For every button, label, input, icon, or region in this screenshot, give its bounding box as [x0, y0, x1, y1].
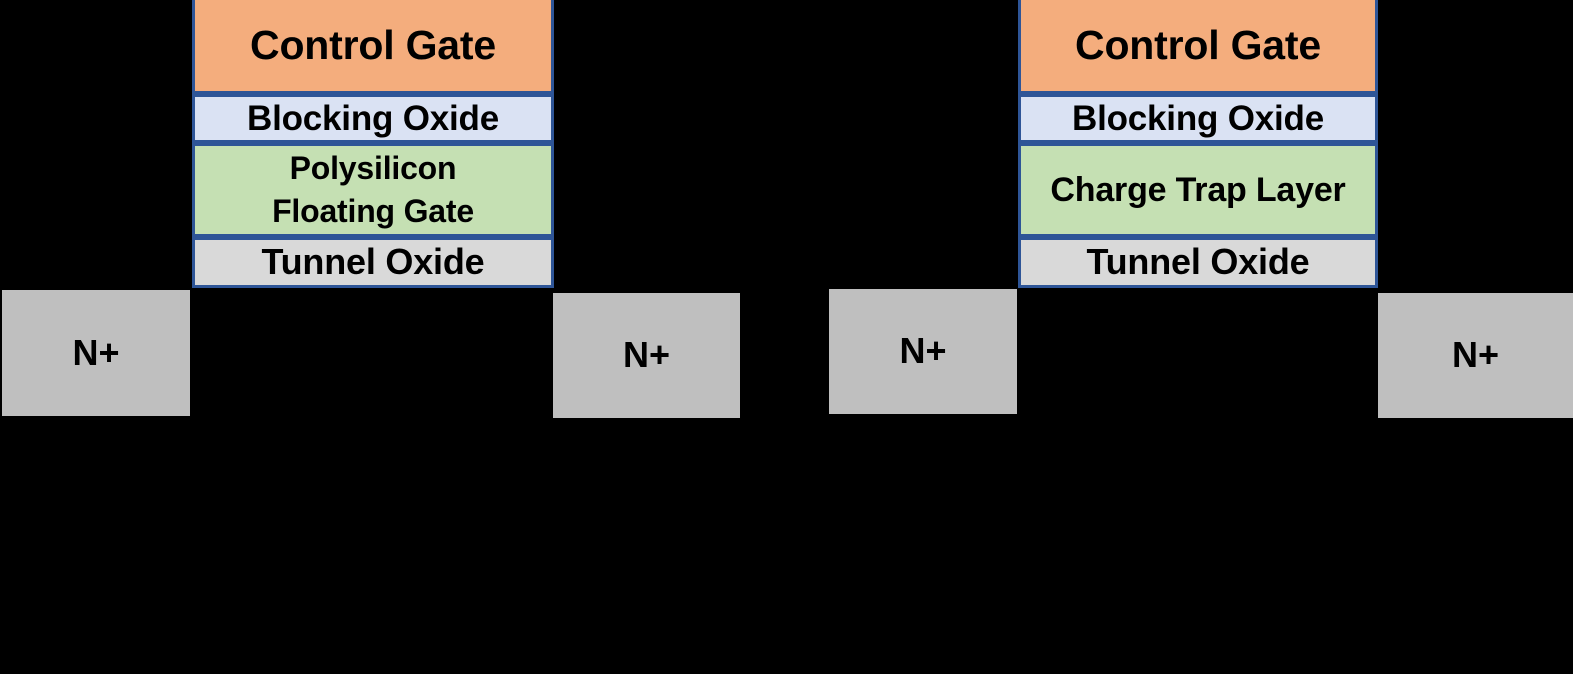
right-source-region: N+: [829, 289, 1017, 414]
left-tunnel-oxide-label: Tunnel Oxide: [261, 241, 485, 283]
left-floating-gate-label-line1: Polysilicon: [289, 149, 457, 186]
right-tunnel-oxide-layer: Tunnel Oxide: [1018, 237, 1378, 288]
left-floating-gate-layer: Polysilicon Floating Gate: [192, 143, 554, 237]
right-charge-trap-label: Charge Trap Layer: [1050, 170, 1346, 209]
right-blocking-oxide-layer: Blocking Oxide: [1018, 94, 1378, 143]
right-drain-region: N+: [1378, 293, 1573, 418]
left-floating-gate-label-line2: Floating Gate: [272, 193, 474, 229]
left-blocking-oxide-label: Blocking Oxide: [247, 98, 499, 138]
left-drain-region: N+: [553, 293, 740, 418]
right-charge-trap-layer: Charge Trap Layer: [1018, 143, 1378, 237]
left-source-region: N+: [2, 290, 190, 416]
right-drain-region-label: N+: [1451, 334, 1500, 376]
left-drain-region-label: N+: [622, 334, 671, 376]
left-blocking-oxide-layer: Blocking Oxide: [192, 94, 554, 143]
right-control-gate-layer: Control Gate: [1018, 0, 1378, 94]
right-control-gate-label: Control Gate: [1075, 21, 1321, 68]
right-source-region-label: N+: [899, 330, 947, 372]
left-control-gate-layer: Control Gate: [192, 0, 554, 94]
left-control-gate-label: Control Gate: [250, 21, 496, 68]
left-source-region-label: N+: [72, 331, 120, 373]
right-blocking-oxide-label: Blocking Oxide: [1072, 98, 1324, 138]
right-tunnel-oxide-label: Tunnel Oxide: [1086, 241, 1310, 283]
left-tunnel-oxide-layer: Tunnel Oxide: [192, 237, 554, 288]
